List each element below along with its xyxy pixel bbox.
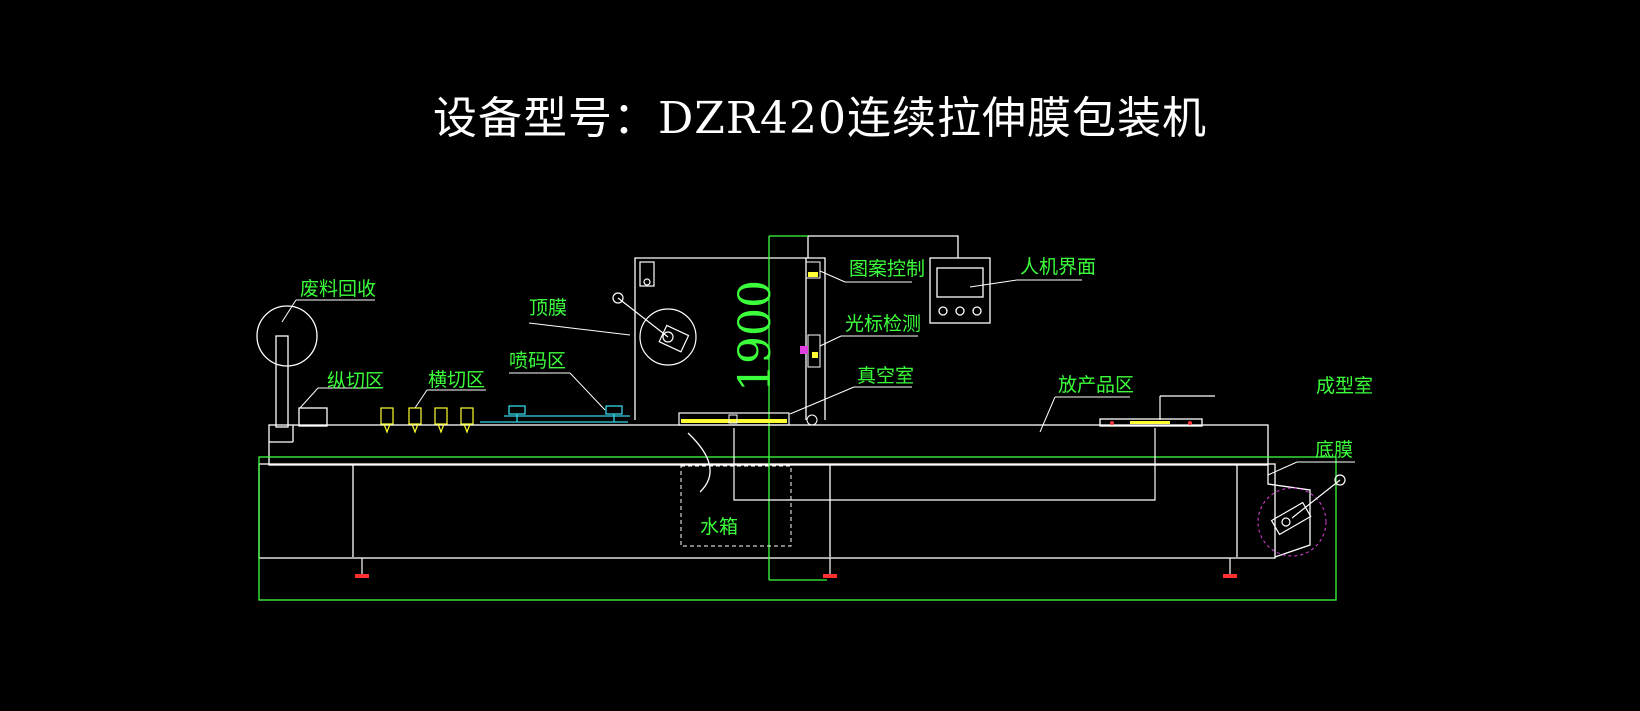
label-waste-recovery: 废料回收	[300, 278, 376, 300]
machine-frame	[258, 235, 1311, 559]
label-longitudinal-cut: 纵切区	[327, 370, 384, 392]
label-product-zone: 放产品区	[1058, 374, 1134, 396]
cursor-sensor	[800, 334, 821, 368]
forming-chamber	[1099, 418, 1203, 427]
label-forming-chamber: 成型室	[1316, 375, 1373, 397]
label-top-film: 顶膜	[529, 297, 567, 319]
label-pattern-control: 图案控制	[849, 258, 925, 280]
label-water-tank: 水箱	[700, 516, 738, 538]
top-film-roll	[612, 261, 697, 366]
layout-lines	[258, 235, 1337, 601]
water-tank	[680, 465, 792, 547]
feet	[355, 558, 1237, 578]
bottom-film-roll	[1257, 474, 1346, 557]
height-dimension: 1900	[730, 280, 781, 392]
cutters	[380, 407, 474, 434]
diagram-title: 设备型号：DZR420连续拉伸膜包装机	[433, 93, 1207, 144]
water-hose	[687, 432, 711, 493]
label-bottom-film: 底膜	[1315, 439, 1353, 461]
vacuum-chamber	[678, 412, 818, 426]
film-path	[733, 395, 1215, 501]
pattern-sensor	[805, 261, 821, 279]
label-vacuum-chamber: 真空室	[857, 365, 914, 387]
label-hmi: 人机界面	[1020, 256, 1096, 278]
coding-unit	[480, 405, 630, 423]
leader-lines	[281, 270, 1355, 476]
label-coding-zone: 喷码区	[509, 350, 566, 372]
label-transverse-cut: 横切区	[428, 369, 485, 391]
waste-recovery-roll	[256, 305, 318, 367]
label-cursor-detection: 光标检测	[845, 313, 921, 335]
